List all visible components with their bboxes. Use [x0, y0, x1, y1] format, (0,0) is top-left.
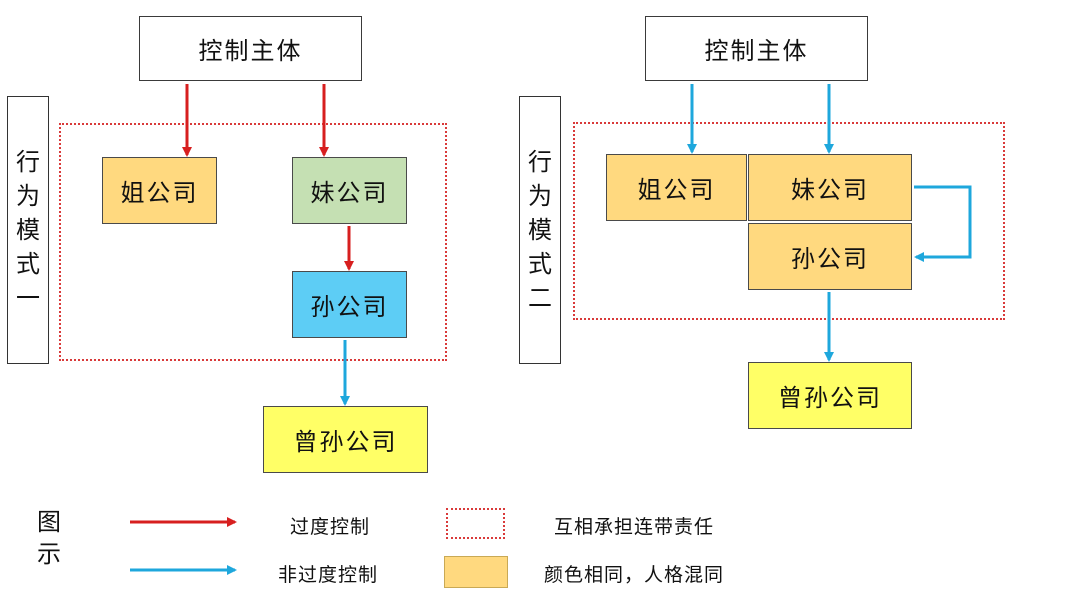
legend-joint-liability-label: 互相承担连带责任: [554, 516, 715, 538]
legend-title: 图示: [37, 508, 61, 568]
mode1-great-grandchild-company-label: 曾孙公司: [293, 428, 398, 456]
mode1-joint-liability-boundary: [59, 123, 447, 361]
mode2-elder-sister-company-box: 姐公司: [606, 154, 747, 221]
mode2-grandchild-company-label: 孙公司: [791, 245, 869, 273]
mode1-grandchild-company-label: 孙公司: [310, 293, 389, 321]
mode2-label: 行为模式二: [519, 96, 561, 364]
mode2-label-text: 行为模式二: [528, 148, 552, 312]
legend-personality-confusion-swatch: [444, 556, 508, 588]
legend-excessive-control-label: 过度控制: [290, 516, 371, 538]
mode1-controller-box: 控制主体: [139, 16, 362, 81]
mode2-elder-sister-company-label: 姐公司: [637, 176, 716, 204]
mode2-younger-sister-company-label: 妹公司: [791, 176, 869, 204]
mode1-younger-sister-company-box: 妹公司: [292, 157, 407, 224]
mode1-label: 行为模式一: [7, 96, 49, 364]
mode1-younger-sister-company-label: 妹公司: [310, 179, 389, 207]
mode1-elder-sister-company-label: 姐公司: [120, 179, 199, 207]
mode2-controller-label: 控制主体: [704, 37, 809, 65]
mode1-controller-label: 控制主体: [198, 37, 303, 65]
mode2-controller-box: 控制主体: [645, 16, 868, 81]
legend-non-excessive-control-label: 非过度控制: [278, 564, 379, 586]
legend-joint-liability-swatch: [446, 508, 505, 539]
mode1-elder-sister-company-box: 姐公司: [102, 157, 217, 224]
mode2-grandchild-company-box: 孙公司: [748, 223, 912, 290]
mode2-great-grandchild-company-label: 曾孙公司: [778, 384, 882, 412]
mode1-grandchild-company-box: 孙公司: [292, 271, 407, 338]
mode2-great-grandchild-company-box: 曾孙公司: [748, 362, 912, 429]
mode1-label-text: 行为模式一: [16, 148, 40, 312]
mode1-great-grandchild-company-box: 曾孙公司: [263, 406, 428, 473]
mode2-joint-liability-boundary: [573, 122, 1005, 320]
mode2-younger-sister-company-box: 妹公司: [748, 154, 912, 221]
legend-personality-confusion-label: 颜色相同，人格混同: [544, 564, 725, 586]
